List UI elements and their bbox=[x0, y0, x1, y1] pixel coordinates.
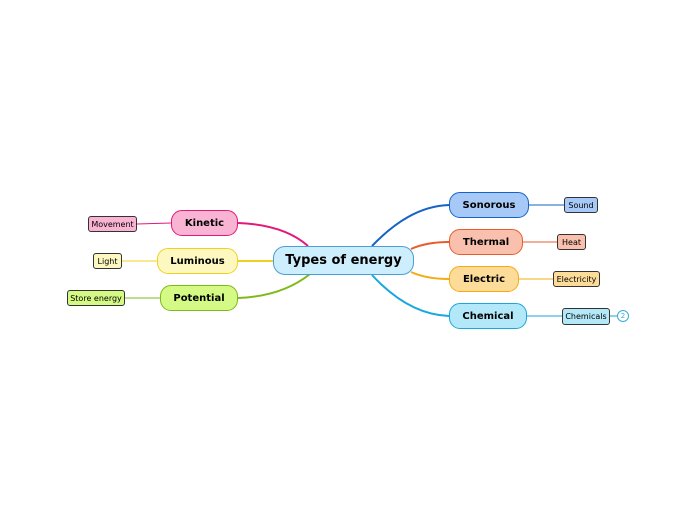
link-potential bbox=[237, 273, 311, 299]
link-thermal bbox=[410, 241, 450, 250]
topic-electric[interactable]: Electric bbox=[449, 266, 519, 292]
link-kinetic bbox=[237, 222, 309, 247]
central-topic[interactable]: Types of energy bbox=[273, 246, 414, 275]
link-sonorous bbox=[371, 204, 450, 247]
subtopic-chemicals[interactable]: Chemicals bbox=[562, 308, 610, 325]
subtopic-heat[interactable]: Heat bbox=[557, 234, 586, 250]
subtopic-movement[interactable]: Movement bbox=[88, 216, 137, 232]
topic-chemical[interactable]: Chemical bbox=[449, 303, 527, 329]
link-electric bbox=[410, 271, 450, 280]
subtopic-sound[interactable]: Sound bbox=[564, 197, 598, 213]
subtopic-light[interactable]: Light bbox=[93, 253, 122, 269]
topic-kinetic[interactable]: Kinetic bbox=[171, 210, 238, 236]
topic-luminous[interactable]: Luminous bbox=[157, 248, 238, 274]
topic-thermal[interactable]: Thermal bbox=[449, 229, 523, 255]
link-movement bbox=[136, 222, 172, 225]
subtopic-electricity[interactable]: Electricity bbox=[553, 271, 600, 287]
topic-sonorous[interactable]: Sonorous bbox=[449, 192, 529, 218]
collapsed-count-badge[interactable]: 2 bbox=[617, 310, 629, 322]
topic-potential[interactable]: Potential bbox=[160, 285, 238, 311]
subtopic-store-energy[interactable]: Store energy bbox=[67, 290, 125, 306]
link-chemical bbox=[371, 274, 450, 317]
